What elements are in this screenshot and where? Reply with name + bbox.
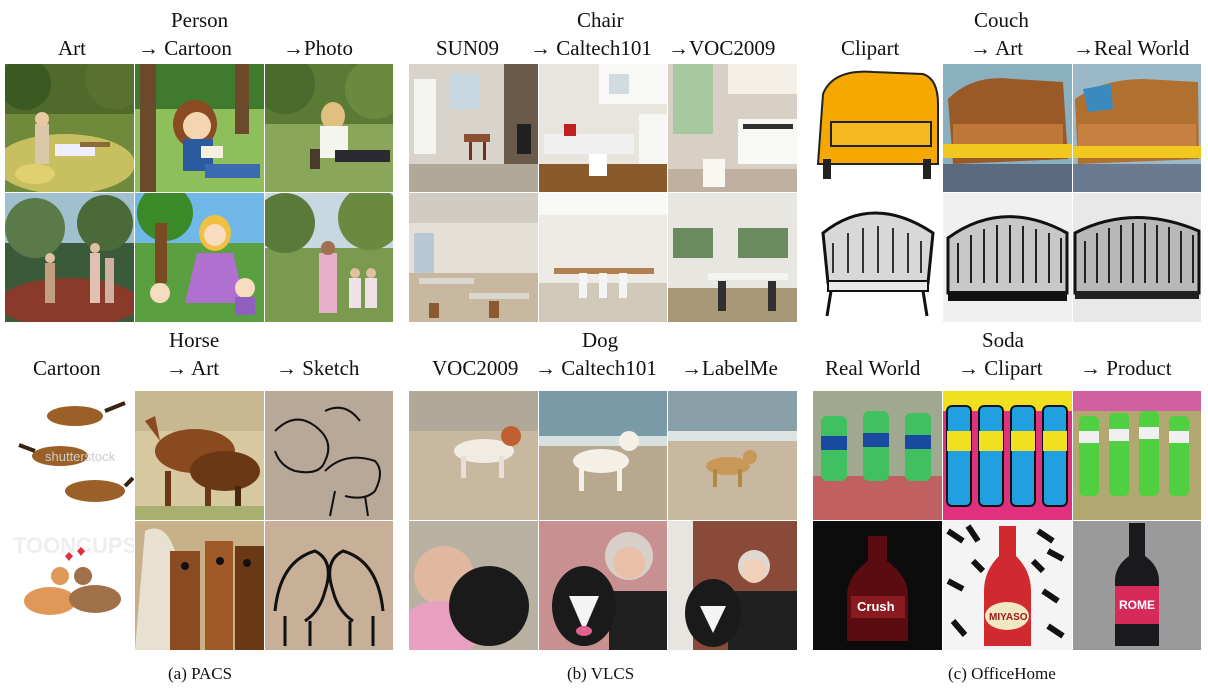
vlcs-dog-labelme-image-1 [668, 391, 797, 520]
officehome-couch-col3-label: →Real World [1073, 36, 1190, 60]
pacs-horse-col2-label: → Art [166, 356, 220, 380]
officehome-soda-clipart-image-2: MIYASO [943, 521, 1072, 650]
pacs-person-col2-label: → Cartoon [138, 36, 232, 60]
pacs-horse-col3-label: → Sketch [276, 356, 360, 380]
vlcs-chair-voc2009-image-2 [668, 193, 797, 322]
pacs-person-photo-image-2 [265, 193, 393, 322]
officehome-soda-clipart-image-1 [943, 391, 1072, 520]
pacs-horse-art-image-1 [135, 391, 264, 520]
pacs-horse-class-label: Horse [169, 328, 220, 352]
officehome-soda-product-image-2: ROME [1073, 521, 1201, 650]
vlcs-dog-col3-label: →LabelMe [681, 356, 778, 380]
vlcs-dog-caltech101-image-2 [539, 521, 667, 650]
pacs-horse-sketch-image-1 [265, 391, 393, 520]
officehome-couch-art-image-2 [943, 193, 1072, 322]
officehome-couch-col1-label: Clipart [841, 36, 900, 60]
officehome-couch-realworld-image-1 [1073, 64, 1201, 192]
pacs-horse-cartoon-image-1: shutterstock [5, 391, 134, 520]
vlcs-chair-col1-label: SUN09 [436, 36, 500, 60]
pacs-person-art-image-2 [5, 193, 134, 322]
vlcs-chair-voc2009-image-1 [668, 64, 797, 192]
officehome-couch-class-label: Couch [974, 8, 1029, 32]
pacs-shutterstock-watermark: shutterstock [45, 449, 116, 464]
vlcs-dog-labelme-image-2 [668, 521, 797, 650]
vlcs-chair-col3-label: →VOC2009 [668, 36, 776, 60]
vlcs-dog-col1-label: VOC2009 [432, 356, 519, 380]
pacs-horse-art-image-2 [135, 521, 264, 650]
vlcs-chair-sun09-image-2 [409, 193, 538, 322]
pacs-horse-col1-label: Cartoon [33, 356, 101, 380]
vlcs-dog-caltech101-image-1 [539, 391, 667, 520]
miyaso-label-text: MIYASO [989, 612, 1028, 623]
officehome-soda-realworld-image-2: Crush [813, 521, 942, 650]
pacs-person-art-image-1 [5, 64, 134, 192]
officehome-couch-col2-label: → Art [970, 36, 1024, 60]
vlcs-dog-voc2009-image-2 [409, 521, 538, 650]
officehome-caption: (c) OfficeHome [948, 664, 1056, 683]
officehome-soda-product-image-1 [1073, 391, 1201, 520]
vlcs-chair-caltech101-image-2 [539, 193, 667, 322]
officehome-soda-col1-label: Real World [825, 356, 921, 380]
pacs-person-cartoon-image-1 [135, 64, 264, 192]
pacs-caption: (a) PACS [168, 664, 233, 683]
officehome-couch-clipart-image-2 [813, 193, 942, 322]
officehome-couch-clipart-image-1 [813, 64, 942, 192]
vlcs-chair-class-label: Chair [577, 8, 624, 32]
officehome-soda-realworld-image-1 [813, 391, 942, 520]
vlcs-chair-caltech101-image-1 [539, 64, 667, 192]
vlcs-chair-col2-label: → Caltech101 [530, 36, 652, 60]
vlcs-chair-sun09-image-1 [409, 64, 538, 192]
pacs-tooncups-watermark: TOONCUPS [13, 533, 134, 558]
pacs-horse-sketch-image-2 [265, 521, 393, 650]
pacs-person-col3-label: →Photo [283, 36, 354, 60]
pacs-horse-cartoon-image-2: TOONCUPS [5, 521, 134, 650]
pacs-person-cartoon-image-2 [135, 193, 264, 322]
pacs-person-class-label: Person [171, 8, 229, 32]
rome-label-text: ROME [1119, 598, 1155, 612]
vlcs-dog-class-label: Dog [582, 328, 619, 352]
crush-label-text: Crush [857, 599, 895, 614]
vlcs-dog-voc2009-image-1 [409, 391, 538, 520]
officehome-soda-class-label: Soda [982, 328, 1024, 352]
vlcs-caption: (b) VLCS [567, 664, 635, 683]
officehome-couch-realworld-image-2 [1073, 193, 1201, 322]
pacs-person-col1-label: Art [58, 36, 86, 60]
pacs-person-photo-image-1 [265, 64, 393, 192]
vlcs-dog-col2-label: → Caltech101 [535, 356, 657, 380]
officehome-soda-col2-label: → Clipart [958, 356, 1043, 380]
officehome-couch-art-image-1 [943, 64, 1072, 192]
officehome-soda-col3-label: → Product [1080, 356, 1172, 380]
